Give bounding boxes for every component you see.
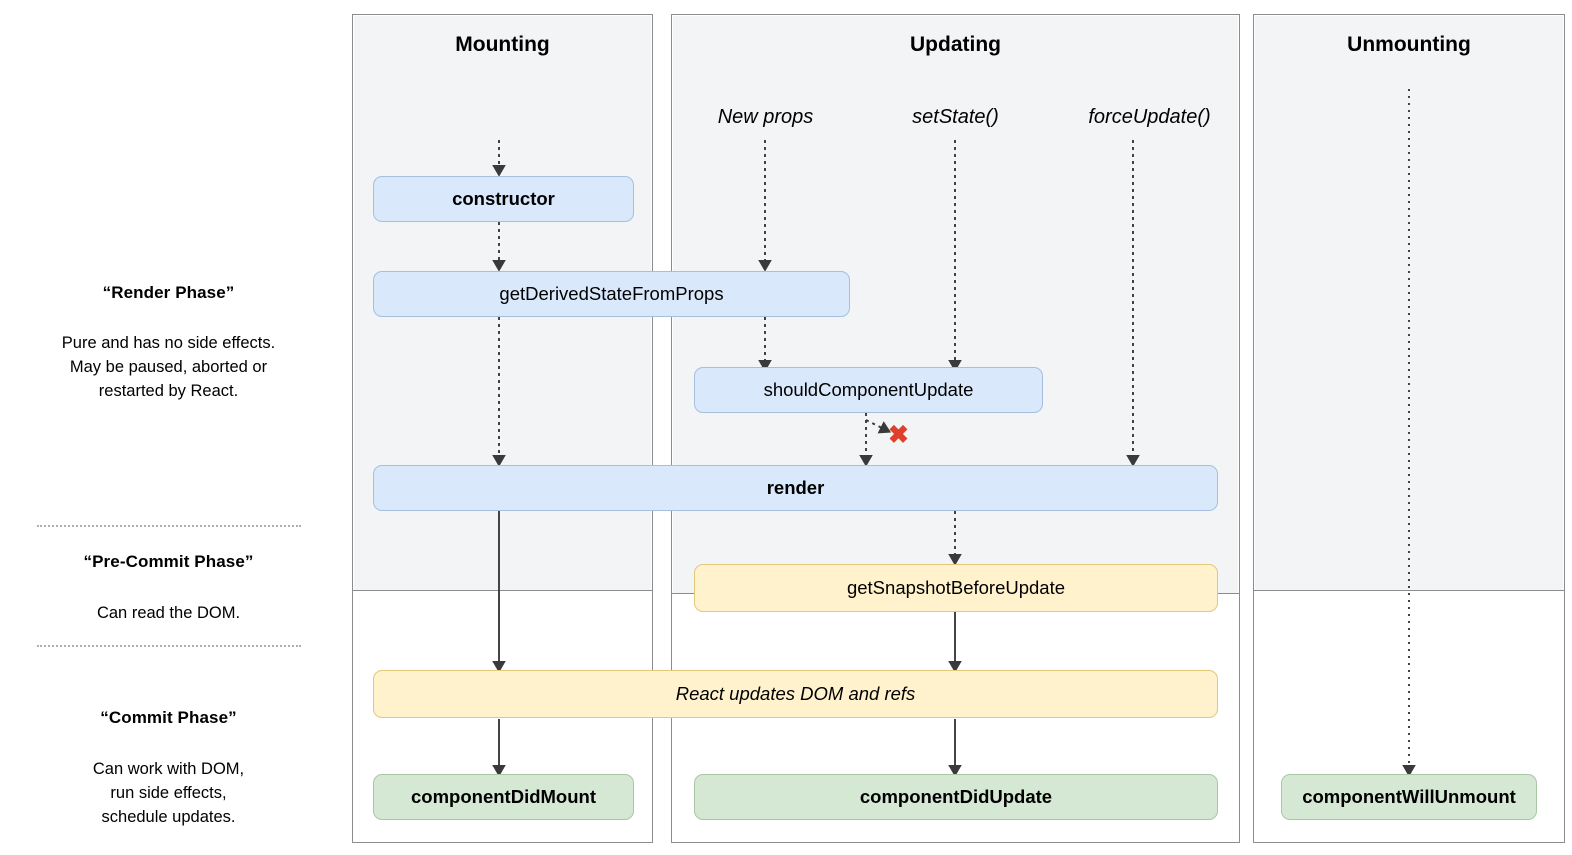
panel-mounting-commit-divider	[352, 590, 653, 591]
legend-commit-phase-title: “Commit Phase”	[100, 708, 237, 727]
box-render[interactable]: render	[373, 465, 1218, 511]
panel-mounting-title: Mounting	[455, 33, 550, 56]
legend-divider-bottom	[37, 645, 301, 647]
trigger-new-props: New props	[717, 106, 814, 128]
box-constructor[interactable]: constructor	[373, 176, 634, 222]
box-component-will-unmount[interactable]: componentWillUnmount	[1281, 774, 1537, 820]
legend-commit-phase-body: Can work with DOM, run side effects, sch…	[92, 760, 245, 827]
box-should-component-update[interactable]: shouldComponentUpdate	[694, 367, 1043, 413]
trigger-set-state: setState()	[912, 106, 999, 128]
panel-unmounting-commit-divider	[1253, 590, 1565, 591]
legend-pre-commit-phase-title: “Pre-Commit Phase”	[83, 552, 254, 571]
legend-render-phase-title: “Render Phase”	[102, 283, 235, 302]
panel-unmounting-title: Unmounting	[1347, 33, 1471, 56]
panel-updating	[671, 14, 1240, 843]
legend-pre-commit-phase-body: Can read the DOM.	[96, 604, 241, 622]
box-component-did-mount[interactable]: componentDidMount	[373, 774, 634, 820]
skip-render-x-icon: ✖	[888, 421, 909, 449]
legend-divider-top	[37, 525, 301, 527]
legend-render-phase-body: Pure and has no side effects. May be pau…	[61, 334, 276, 401]
box-get-snapshot-before-update[interactable]: getSnapshotBeforeUpdate	[694, 564, 1218, 612]
panel-mounting	[352, 14, 653, 843]
trigger-force-update: forceUpdate()	[1088, 106, 1211, 128]
box-get-derived-state-from-props[interactable]: getDerivedStateFromProps	[373, 271, 850, 317]
box-react-updates-dom-and-refs[interactable]: React updates DOM and refs	[373, 670, 1218, 718]
panel-updating-title: Updating	[910, 33, 1001, 56]
panel-unmounting	[1253, 14, 1565, 843]
box-component-did-update[interactable]: componentDidUpdate	[694, 774, 1218, 820]
